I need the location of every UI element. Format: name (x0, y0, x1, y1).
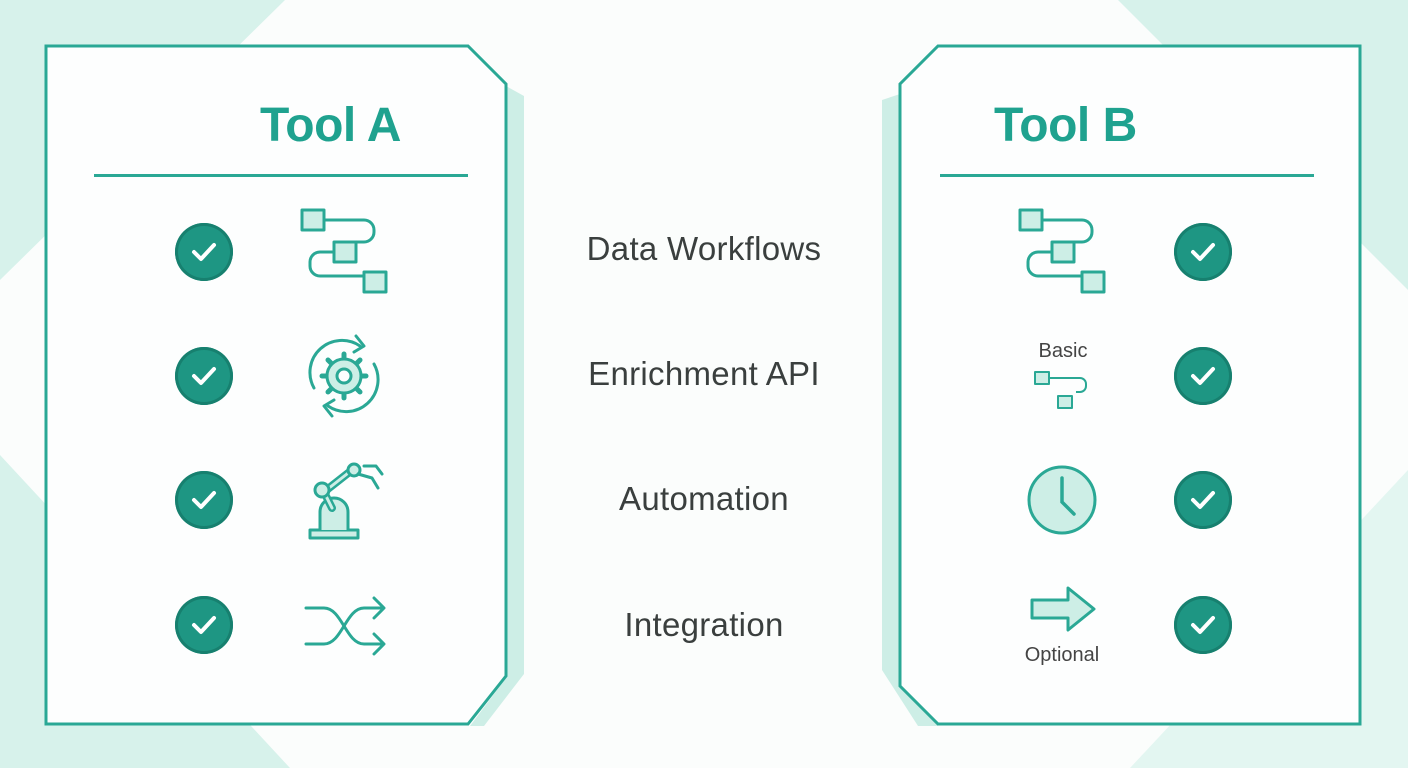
feature-enrichment-api: Enrichment API (588, 355, 820, 392)
check-icon (1174, 596, 1232, 654)
tool-b-title: Tool B (994, 99, 1137, 152)
check-icon (1174, 223, 1232, 281)
gear-refresh-icon (300, 332, 388, 420)
tool-b-divider (940, 174, 1314, 177)
workflow-icon (298, 206, 390, 298)
clock-icon (1026, 464, 1098, 536)
tool-a-divider (94, 174, 468, 177)
tool-a-panel: Tool A (44, 44, 524, 726)
check-icon (175, 223, 233, 281)
optional-label: Optional (1024, 644, 1100, 666)
tool-b-frame (882, 44, 1362, 726)
check-icon (175, 596, 233, 654)
check-icon (1174, 347, 1232, 405)
robot-arm-icon (302, 456, 388, 542)
feature-data-workflows: Data Workflows (586, 230, 822, 267)
tool-b-panel: Tool B Basic Optional (882, 44, 1362, 726)
workflow-icon (1016, 206, 1108, 298)
check-icon (175, 471, 233, 529)
tool-a-title: Tool A (260, 99, 401, 152)
basic-label: Basic (1038, 340, 1088, 362)
tool-a-frame (44, 44, 524, 726)
shuffle-icon (302, 590, 390, 662)
feature-integration: Integration (624, 606, 784, 643)
feature-automation: Automation (619, 480, 789, 517)
workflow-small-icon (1032, 370, 1092, 412)
arrow-right-icon (1028, 584, 1098, 634)
check-icon (1174, 471, 1232, 529)
check-icon (175, 347, 233, 405)
